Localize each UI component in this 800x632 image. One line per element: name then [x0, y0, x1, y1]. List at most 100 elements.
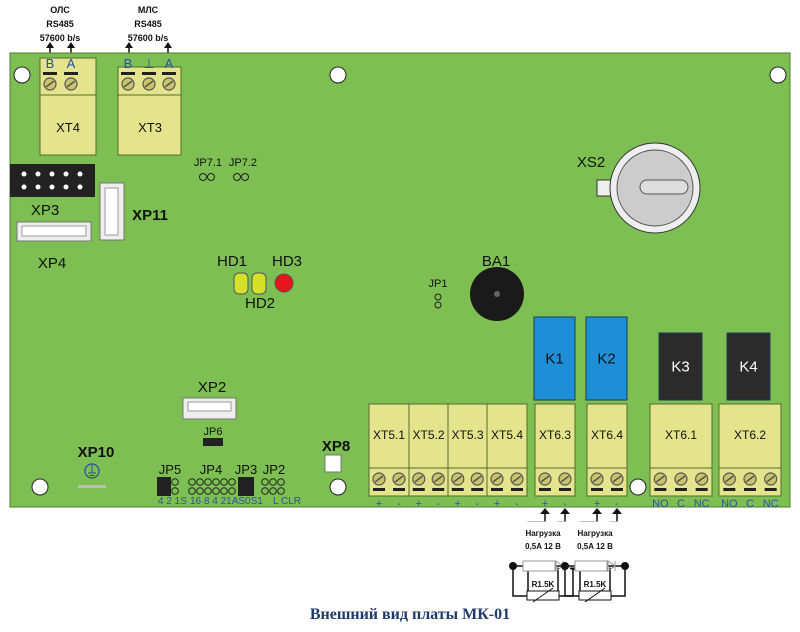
screw-slot	[472, 475, 482, 483]
relay-k3: K3	[658, 332, 703, 401]
pin-mark	[591, 488, 603, 491]
load-title: Нагрузка	[525, 529, 561, 538]
relay-body	[585, 316, 628, 401]
arrow-icon	[612, 508, 622, 514]
pin-label-no: NO	[721, 498, 738, 510]
load-bg	[564, 521, 626, 568]
arrow-icon	[540, 508, 550, 514]
jumper-pin	[220, 487, 228, 495]
led-hd1	[233, 272, 249, 295]
pin-mark	[764, 488, 777, 491]
pin-label-minus: -	[475, 498, 479, 510]
relay-label: K4	[739, 359, 757, 376]
relay-k2: K2	[585, 316, 628, 401]
xp3-pin	[77, 171, 83, 177]
ground-icon	[78, 463, 106, 488]
pin-label-plus: +	[542, 498, 548, 510]
relay-body	[658, 332, 703, 401]
pin-label-plus: +	[594, 498, 600, 510]
resistor-slash	[584, 587, 606, 603]
xt3-pin-b: B	[124, 56, 133, 71]
jumper-blocks	[157, 477, 285, 496]
screw-slot	[745, 475, 755, 483]
pin-label-nc: NC	[763, 498, 779, 510]
junction-dot	[509, 562, 517, 570]
screw-slot	[394, 475, 404, 483]
screw-slot	[766, 475, 776, 483]
xp3-pin	[35, 171, 41, 177]
pin-label-c: C	[677, 498, 685, 510]
xt4-pin-a: A	[67, 56, 76, 71]
resistor-label: R1.5K	[584, 580, 607, 589]
jumper-pin	[220, 478, 228, 486]
pin-mark	[412, 488, 425, 491]
pin-mark	[654, 488, 667, 491]
xp11-label: XP11	[132, 207, 168, 224]
xp11-connector: XP11	[99, 182, 168, 241]
xp10-label: XP10	[78, 444, 115, 461]
jp5-jumper	[157, 477, 171, 496]
ols-proto: RS485	[46, 19, 74, 29]
pin-label-minus: -	[615, 498, 619, 510]
jumper-pin	[212, 478, 220, 486]
terminal-xt6-3: XT6.3+-	[534, 403, 576, 510]
screw-slot	[433, 475, 443, 483]
junction-dot	[561, 562, 569, 570]
led-hd3	[274, 273, 294, 293]
screw-slot	[164, 80, 174, 88]
xp3-pin	[21, 171, 27, 177]
load-rating: 0,5A 12 B	[577, 542, 613, 551]
load-rating: 0,5A 12 B	[525, 542, 561, 551]
pin-mark	[723, 488, 736, 491]
relay-k1: K1	[533, 316, 576, 401]
terminal-xt5-4: XT5.4+-	[486, 403, 528, 510]
led-hd2	[251, 272, 267, 295]
terminal-label: XT5.3	[451, 428, 483, 442]
xp2-label: XP2	[198, 379, 226, 396]
xp8-connector	[324, 454, 342, 473]
jp3-label: JP3	[235, 462, 257, 477]
pin-mark	[162, 72, 176, 75]
xt4-connector: B A XT4	[39, 56, 97, 156]
pin-mark	[432, 488, 445, 491]
terminal-label: XT5.1	[373, 428, 405, 442]
jp6-jumper	[203, 438, 223, 446]
xs2-label: XS2	[577, 154, 605, 171]
jp4-label: JP4	[200, 462, 222, 477]
mls-proto: RS485	[134, 19, 162, 29]
jp4-legend: 16 8 4 21AS0S1	[190, 496, 263, 507]
pin-label-minus: -	[515, 498, 519, 510]
pin-label-plus: +	[494, 498, 500, 510]
xp3-header: XP3	[10, 164, 95, 219]
junction-dot	[621, 562, 629, 570]
jumper-pin	[228, 487, 236, 495]
jumper-pin	[269, 478, 277, 486]
jp7-1-label: JP7.1	[194, 157, 222, 169]
screw-slot	[540, 475, 550, 483]
hd3-label: HD3	[272, 253, 302, 270]
xt3-label: XT3	[138, 120, 162, 135]
screw-slot	[592, 475, 602, 483]
screw-slot	[697, 475, 707, 483]
resistor-label: R1.5K	[532, 580, 555, 589]
screw-slot	[492, 475, 502, 483]
jp1-label: JP1	[429, 278, 448, 290]
xp3-pin	[49, 184, 55, 190]
pin-mark	[675, 488, 687, 491]
relay-label: K3	[671, 359, 689, 376]
xp8-label: XP8	[322, 438, 350, 455]
figure-caption: Внешний вид платы МК-01	[310, 606, 510, 623]
hd2-label: HD2	[245, 295, 275, 312]
xp4-label: XP4	[38, 255, 66, 272]
screw-slot	[66, 80, 76, 88]
ols-annotation: ОЛС RS485 57600 b/s	[40, 5, 81, 43]
relay-body	[726, 332, 771, 401]
screw-slot	[45, 80, 55, 88]
load-element	[574, 560, 608, 572]
ols-baud: 57600 b/s	[40, 33, 81, 43]
xp3-pin	[63, 171, 69, 177]
xp3-pin	[21, 184, 27, 190]
screw-slot	[374, 475, 384, 483]
